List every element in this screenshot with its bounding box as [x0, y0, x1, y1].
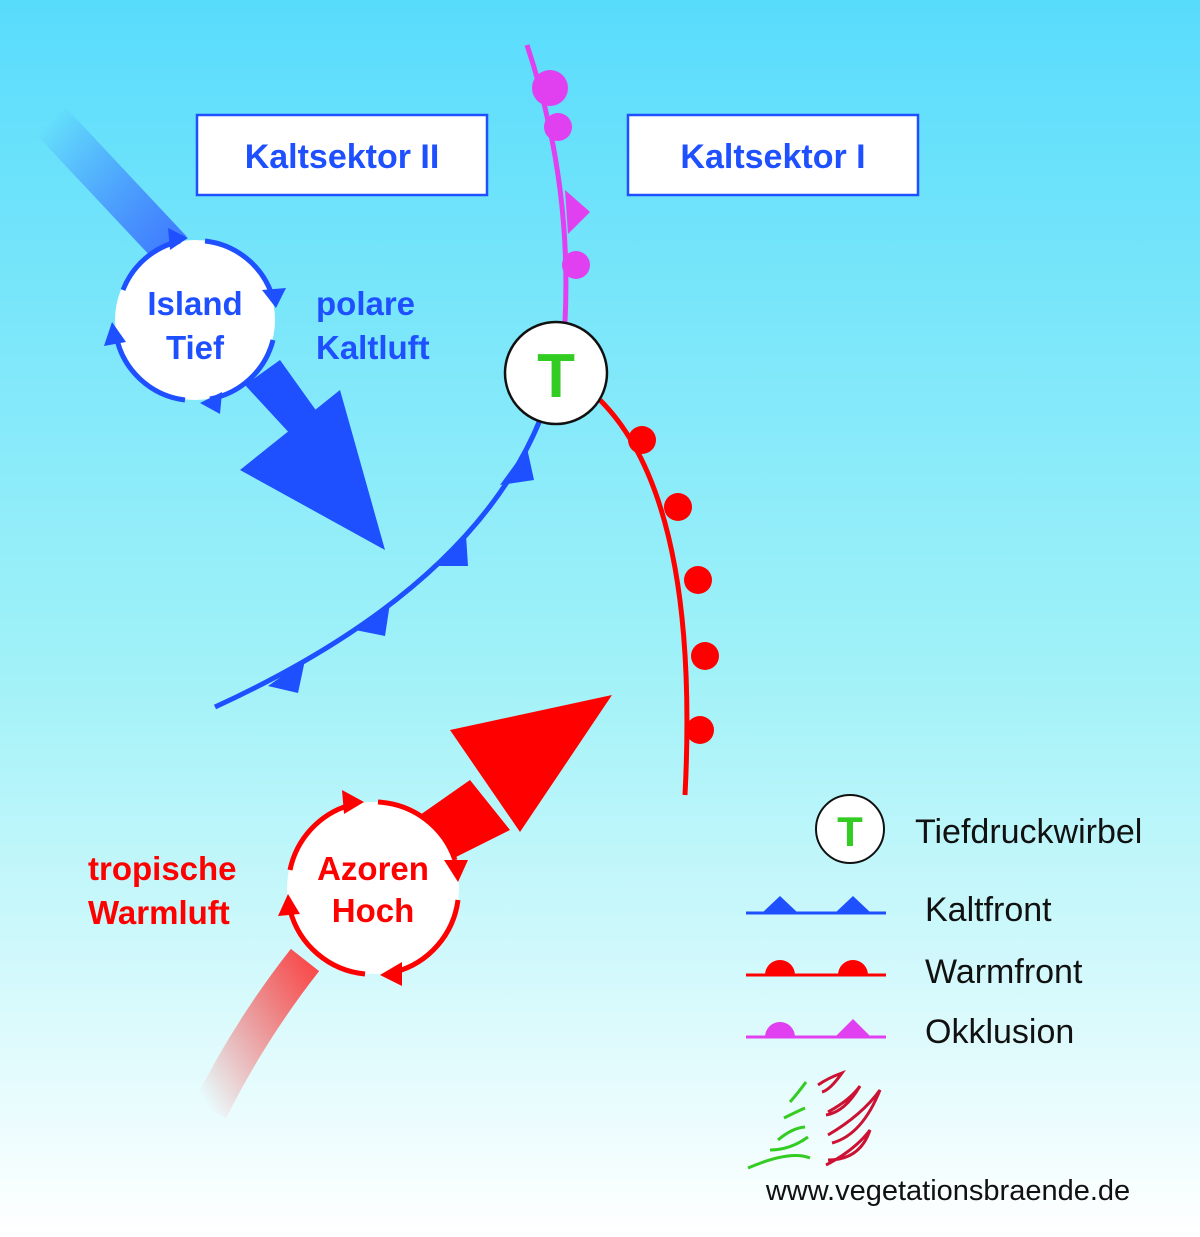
rotation-arrowheads	[104, 228, 286, 414]
island-low-line2: Tief	[166, 329, 225, 366]
legend-cold-front-label: Kaltfront	[925, 891, 1052, 929]
occlusion-line	[524, 44, 590, 323]
polar-air-inflow	[35, 106, 187, 264]
legend-warm-front-label: Warmfront	[925, 953, 1083, 991]
azores-high: Azoren Hoch	[278, 790, 468, 986]
tropical-air-inflow	[193, 948, 320, 1119]
legend-cold-front: Kaltfront	[746, 891, 1052, 929]
cold-front-line	[213, 419, 543, 710]
polar-air-arrow	[240, 360, 385, 550]
low-symbol: T	[537, 342, 575, 411]
polar-air-line2: Kaltluft	[316, 329, 430, 366]
polar-air-line1: polare	[316, 285, 415, 322]
low-pressure-center: T	[503, 320, 609, 426]
sector-label-right: Kaltsektor I	[680, 138, 865, 176]
legend-low-symbol: T	[837, 808, 863, 855]
tropical-air-line2: Warmluft	[88, 894, 230, 931]
sector-box-right: Kaltsektor I	[626, 113, 920, 197]
legend-low: T Tiefdruckwirbel	[815, 794, 1142, 864]
legend-occlusion: Okklusion	[746, 1013, 1074, 1051]
azores-high-line1: Azoren	[317, 850, 429, 887]
azores-high-line2: Hoch	[332, 892, 415, 929]
island-low: Island Tief	[104, 228, 286, 414]
sector-box-left: Kaltsektor II	[195, 113, 489, 197]
logo: www.vegetationsbraende.de	[747, 1069, 1130, 1207]
legend-low-label: Tiefdruckwirbel	[915, 813, 1142, 851]
tree-icon	[747, 1081, 811, 1170]
tropical-air-line1: tropische	[88, 850, 237, 887]
legend: T Tiefdruckwirbel Kaltfront Warmfront Ok…	[746, 794, 1142, 1051]
island-low-line1: Island	[147, 285, 242, 322]
logo-url[interactable]: www.vegetationsbraende.de	[765, 1175, 1130, 1207]
flame-icon	[817, 1069, 882, 1167]
legend-occlusion-label: Okklusion	[925, 1013, 1074, 1051]
rotation-arrowheads	[278, 790, 468, 986]
sector-label-left: Kaltsektor II	[245, 138, 440, 176]
legend-warm-front: Warmfront	[746, 953, 1083, 991]
warm-front-line	[598, 398, 719, 796]
